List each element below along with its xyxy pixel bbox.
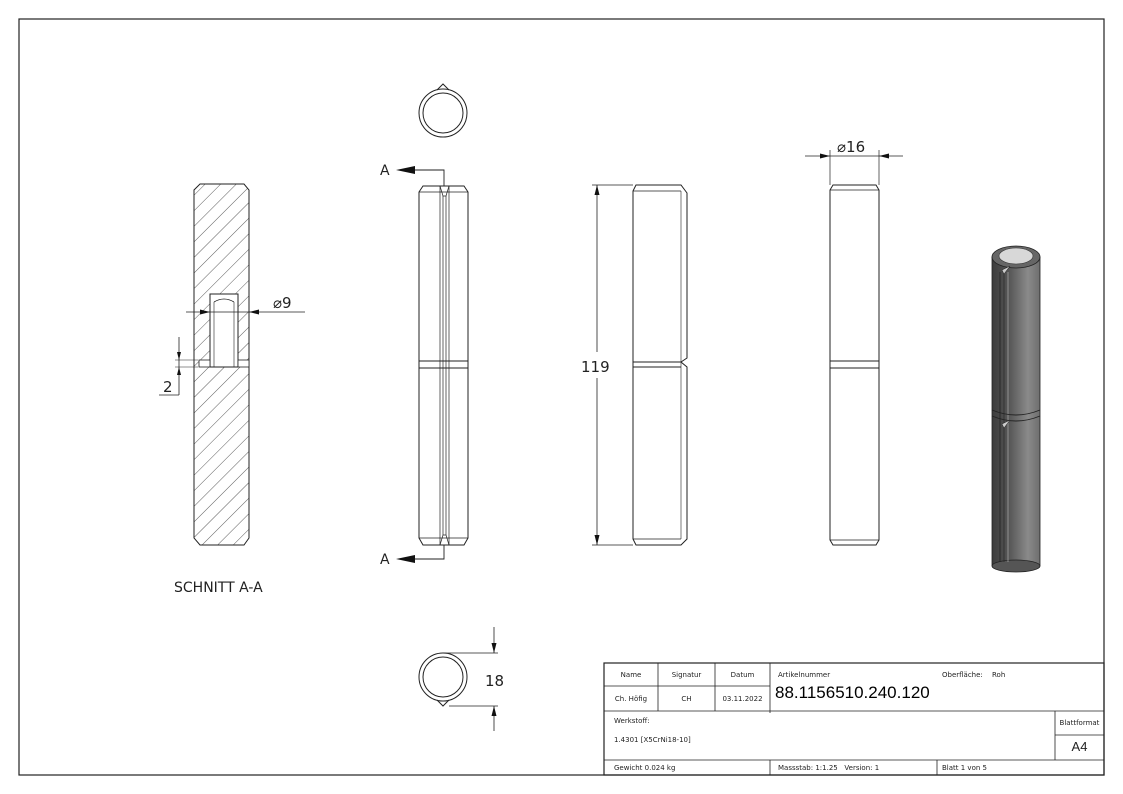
section-marker-top: A <box>380 163 390 179</box>
front-view-grooved <box>396 166 469 563</box>
material-value: 1.4301 [X5CrNi18-10] <box>614 736 691 744</box>
sheet-number: Blatt 1 von 5 <box>942 764 987 772</box>
bottom-end-view <box>418 627 498 731</box>
scale-version: Massstab: 1:1.25 Version: 1 <box>778 764 880 772</box>
title-block-frame <box>603 662 1105 776</box>
sheet-border <box>18 18 1105 776</box>
dim-groove-2: 2 <box>163 378 173 396</box>
side-view-length <box>592 184 688 546</box>
material-label: Werkstoff: <box>614 717 650 725</box>
dim-width-18: 18 <box>485 672 504 690</box>
dim-length-119: 119 <box>581 358 610 376</box>
surface-value: Roh <box>992 671 1006 679</box>
sheet-format-value: A4 <box>1071 739 1088 754</box>
section-marker-bottom: A <box>380 552 390 568</box>
isometric-view <box>991 245 1041 573</box>
header-date: Datum <box>730 671 755 679</box>
top-end-view <box>418 83 468 138</box>
weight: Gewicht 0.024 kg <box>614 764 676 772</box>
section-title: SCHNITT A-A <box>174 580 263 596</box>
side-view-diameter <box>805 150 903 546</box>
value-name: Ch. Höfig <box>614 695 648 703</box>
surface-label: Oberfläche: <box>942 671 983 679</box>
header-name: Name <box>620 671 642 679</box>
section-view-a-a <box>159 183 305 546</box>
dim-diameter-16: ⌀16 <box>837 138 865 156</box>
article-number-label: Artikelnummer <box>778 671 831 679</box>
article-number: 88.1156510.240.120 <box>775 683 930 702</box>
value-date: 03.11.2022 <box>722 695 763 703</box>
header-signature: Signatur <box>671 671 702 679</box>
dim-diameter-9: ⌀9 <box>273 294 292 312</box>
value-signature: CH <box>681 695 692 703</box>
sheet-format-label: Blattformat <box>1059 719 1100 727</box>
